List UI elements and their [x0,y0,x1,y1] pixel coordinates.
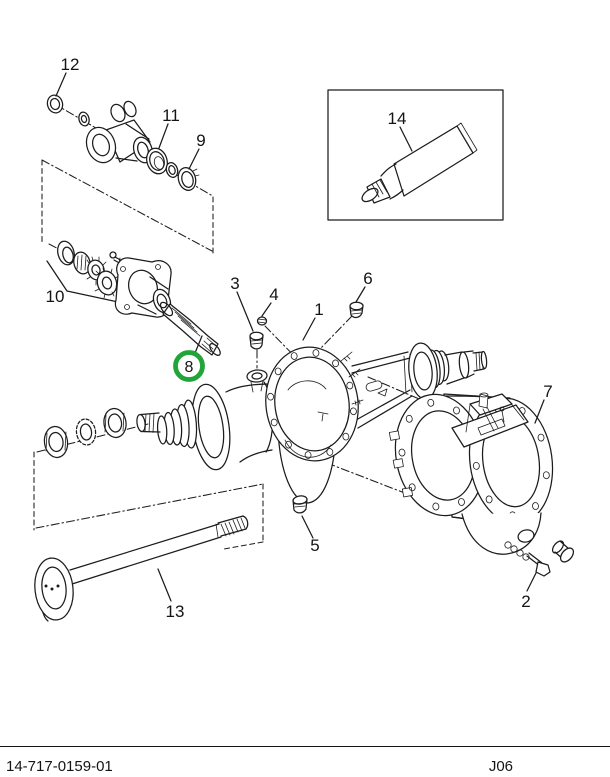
pinion-carrier [114,257,172,318]
callout-3: 3 [230,274,239,293]
bolt-part-2 [504,541,551,577]
highlight-circle-8 [173,350,205,382]
sealant-box-14 [327,89,504,221]
callout-1: 1 [314,300,323,319]
callout-4: 4 [269,285,278,304]
callout-5: 5 [310,536,319,555]
callout-10: 10 [46,287,65,306]
callout-9: 9 [196,131,205,150]
callout-leaders [55,72,545,602]
page-code: J06 [488,758,513,775]
pinion-shaft-8 [159,301,221,356]
spindle-and-nuts [43,383,231,471]
callout-13: 13 [166,602,185,621]
document-number: 14-717-0159-01 [6,758,113,775]
callout-labels: 1 2 3 4 5 6 7 8 9 10 11 12 13 14 [46,55,553,621]
plug-right [551,540,575,563]
plug-part-6 [349,301,364,319]
callout-14: 14 [388,109,407,128]
callout-2: 2 [521,592,530,611]
fitting-part-4 [256,316,268,326]
reference-box-bottom [33,451,264,550]
axle-housing [225,342,488,504]
axle-shaft-13 [34,515,249,622]
plug-part-5 [292,495,308,514]
callout-6: 6 [363,269,372,288]
callout-7: 7 [543,382,552,401]
callout-8-highlighted: 8 [185,359,194,376]
carrier-housing-7 [388,392,554,555]
callout-12: 12 [61,55,80,74]
plug-part-3 [246,331,268,393]
footer-rule [0,746,610,747]
callout-11: 11 [162,106,180,125]
reference-box-top [41,159,214,254]
yoke-assembly [46,94,200,191]
